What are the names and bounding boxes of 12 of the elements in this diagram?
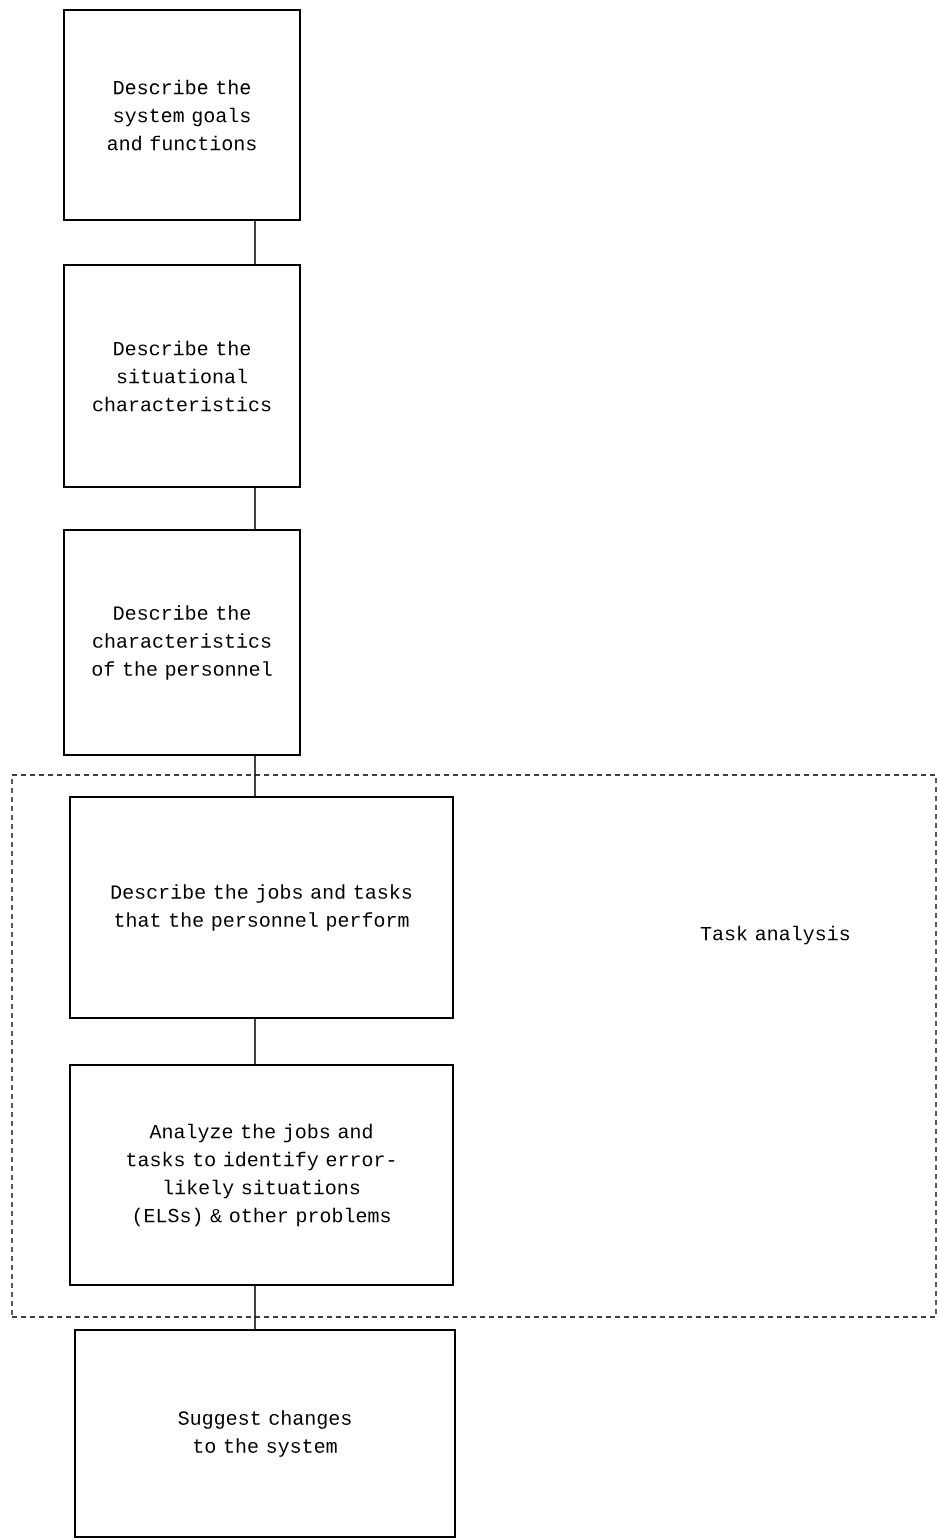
connector-line (254, 1018, 256, 1065)
connector-line (254, 1285, 256, 1330)
process-box: Describe the characteristics of the personnel (63, 529, 301, 756)
process-box: Analyze the jobs and tasks to identify error-likely situations (ELSs) & other problems (69, 1064, 454, 1286)
process-box: Describe the jobs and tasks that the personnel perform (69, 796, 454, 1019)
process-box: Describe the situational characteristics (63, 264, 301, 488)
region-label: Task analysis (700, 925, 849, 945)
process-box: Suggest changes to the system (74, 1329, 456, 1538)
process-box: Describe the system goals and functions (63, 9, 301, 221)
connector-line (254, 487, 256, 530)
connector-line (254, 220, 256, 265)
connector-line (254, 755, 256, 797)
